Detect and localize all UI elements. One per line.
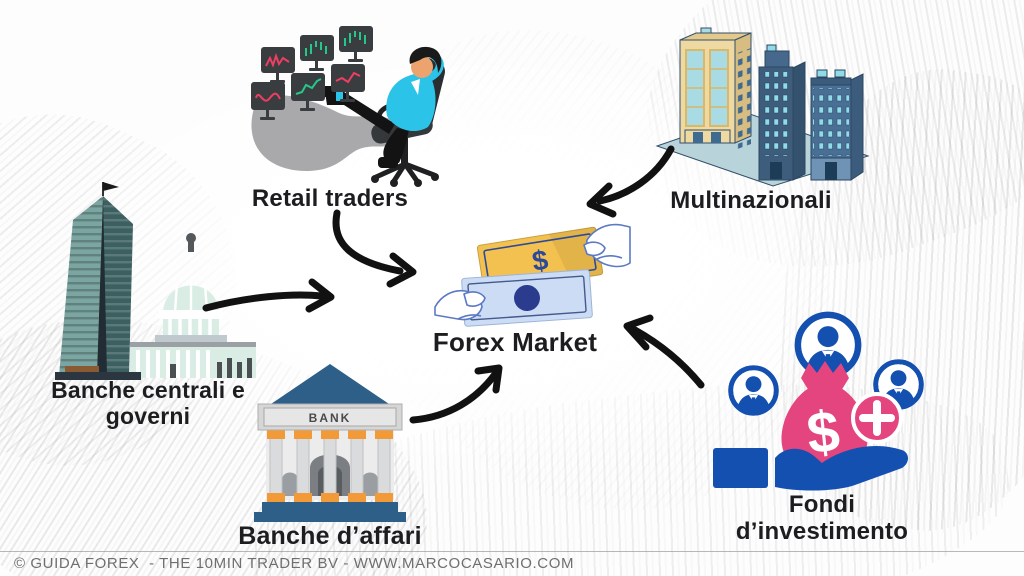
blue-grid-tower (810, 69, 864, 181)
bank-step-lower (254, 512, 406, 522)
central-banks-illustration (45, 180, 260, 380)
arrow-investment-funds-to-forex (623, 314, 705, 389)
trader-workstation-icon (251, 26, 445, 187)
flag (103, 182, 119, 191)
bank-pediment (268, 364, 392, 406)
monitor-icon (291, 73, 325, 111)
monitor-icon (251, 82, 285, 120)
trader-hair (409, 46, 442, 73)
monitor-icon (300, 35, 334, 71)
bank-step-upper (262, 502, 398, 512)
bank-columns (267, 430, 393, 502)
holding-hand-icon (713, 446, 908, 491)
footer-copyright: © GUIDA FOREX - THE 10MIN TRADER BV - WW… (14, 555, 575, 572)
bank-side-arch (362, 472, 378, 496)
forex-market-illustration: $ (434, 210, 631, 332)
multinationals-label: Multinazionali (670, 187, 832, 214)
central-bank-capitol-icon (55, 182, 256, 380)
forex-market-label: Forex Market (432, 327, 598, 357)
footer-divider (0, 551, 1024, 552)
investment-funds-label: Fondi d’investimento (735, 491, 909, 545)
arrow-retail-to-forex (332, 209, 417, 288)
investment-funds-illustration: $ (705, 300, 940, 495)
dollar-sign: $ (530, 244, 551, 277)
monitor-icon (339, 26, 373, 62)
fund-manager-icon (731, 368, 777, 414)
bank-sign-text: BANK (309, 411, 352, 425)
trader-head (411, 56, 433, 78)
retail-traders-illustration (245, 20, 460, 188)
bank-building-icon: BANK (254, 364, 406, 522)
desk (251, 95, 405, 172)
plus-badge-icon (851, 392, 903, 444)
corporate-buildings-icon (655, 27, 870, 187)
dark-stepped-tower (758, 44, 806, 181)
monitor-icon (331, 64, 365, 102)
monitor-icon (261, 47, 295, 83)
arrow-business-banks-to-forex (409, 364, 503, 424)
fund-managers-moneybag-icon: $ (713, 300, 940, 491)
central-banks-label: Banche centrali e governi (51, 377, 245, 429)
cream-office-tower (679, 27, 752, 150)
multinationals-illustration (655, 20, 870, 188)
bank-side-arch (282, 472, 298, 496)
right-hand (583, 223, 631, 268)
business-banks-label: Banche d’affari (238, 522, 422, 550)
left-hand (434, 289, 486, 321)
trader-person (319, 46, 444, 168)
coin-mark (514, 285, 540, 311)
trading-monitors (251, 26, 373, 120)
trader-jacket (386, 74, 436, 132)
capitol-building (130, 233, 256, 378)
retail-traders-label: Retail traders (251, 185, 409, 212)
central-bank-tower (55, 182, 141, 380)
bank-sign-banner: BANK (257, 403, 403, 431)
money-exchange-hands-icon: $ (434, 223, 631, 327)
business-banks-illustration: BANK (252, 362, 408, 522)
